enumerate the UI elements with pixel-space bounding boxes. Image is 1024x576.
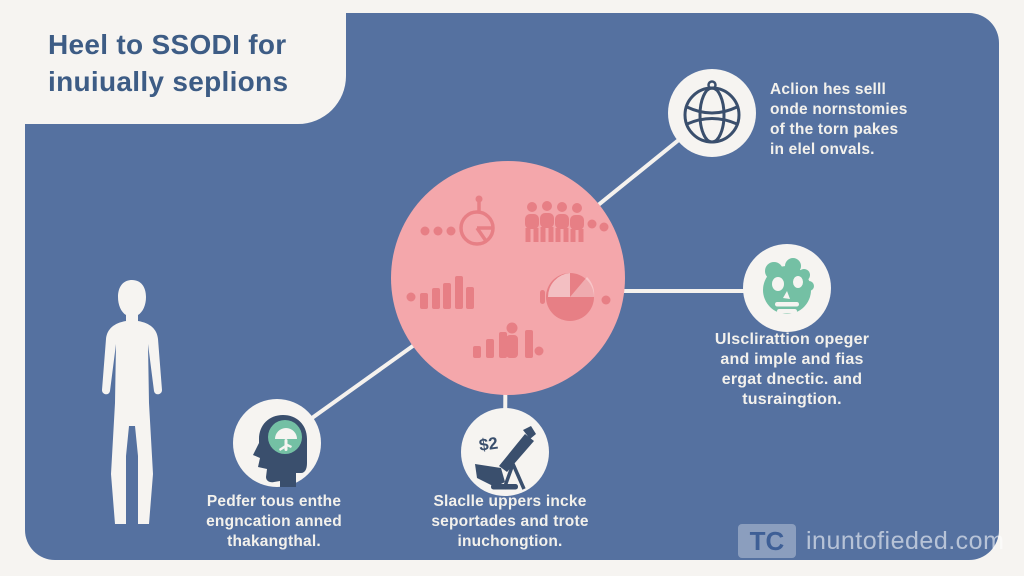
text-line: engncation anned (206, 513, 342, 530)
pie-chart-solid-icon (540, 273, 611, 321)
globe-node (668, 69, 756, 157)
watermark-badge: TC (738, 524, 796, 558)
title-card: Heel to SSODI for inuiually seplions (0, 0, 346, 124)
telescope-icon-text: $2 (478, 434, 499, 455)
head-text: Pedfer tous enthe engncation anned thaka… (192, 492, 356, 552)
text-line: onde nornstomies (770, 101, 908, 118)
telescope-icon: $2 (475, 426, 536, 490)
head-brain-icon (253, 415, 307, 487)
page-title-line1: Heel to SSODI for (48, 29, 287, 60)
text-line: Ulsclirattion opeger (714, 331, 870, 348)
text-line: seportades and trote (431, 513, 589, 530)
text-line: inuchongtion. (457, 533, 563, 550)
text-line: thakangthal. (227, 533, 321, 550)
text-line: Slaclle uppers incke (433, 493, 587, 510)
person-silhouette-icon (102, 280, 162, 524)
watermark: TC inuntofieded.com (738, 524, 1004, 558)
page-title-line2: inuiually seplions (48, 66, 289, 97)
telescope-text: Slaclle uppers incke seportades and trot… (413, 492, 607, 552)
bar-chart-person-icon (473, 322, 544, 358)
text-line: ergat dnectic. and (721, 371, 863, 388)
person-silhouette (88, 278, 176, 541)
face-node (743, 244, 831, 332)
watermark-site: inuntofieded.com (806, 526, 1005, 555)
statistics-icons (406, 195, 611, 358)
text-line: Aclion hes selll (770, 81, 887, 98)
text-line: in elel onvals. (770, 141, 875, 158)
globe-icon (683, 80, 741, 144)
text-line: of the torn pakes (770, 121, 899, 138)
text-line: tusraingtion. (742, 391, 842, 408)
central-pink-circle (391, 161, 625, 395)
head-node (233, 399, 321, 487)
globe-text: Aclion hes selll onde nornstomies of the… (770, 80, 975, 160)
dots-and-pie-chart-icon (420, 195, 495, 246)
face-text: Ulsclirattion opeger and imple and fias … (700, 330, 884, 410)
text-line: and imple and fias (720, 351, 864, 368)
people-group-icon (525, 201, 609, 242)
face-icon (763, 258, 814, 314)
text-line: Pedfer tous enthe (206, 493, 342, 510)
telescope-node: $2 (461, 408, 549, 496)
bar-chart-icon (406, 276, 474, 309)
